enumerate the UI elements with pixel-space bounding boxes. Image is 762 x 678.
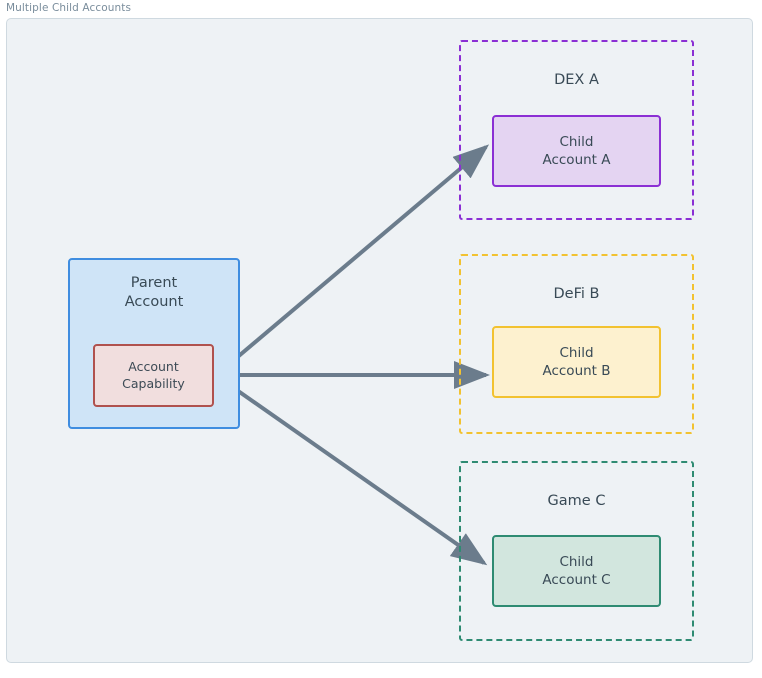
account-capability-box[interactable]: Account Capability [93,344,214,407]
child-account-b-label-line1: Child [559,344,594,361]
group-defi-b-title: DeFi B [553,286,600,302]
child-account-b-label: Child Account B [542,344,610,380]
child-account-c-label: Child Account C [542,553,610,589]
parent-account-title: Parent Account [125,274,184,313]
parent-account-title-line2: Account [124,294,184,311]
group-dex-a[interactable]: DEX A [459,40,694,220]
child-account-a-label-line2: Account A [542,152,611,168]
child-account-b-box[interactable]: Child Account B [492,326,661,398]
group-game-c[interactable]: Game C [459,461,694,641]
child-account-a-label-line1: Child [559,133,594,150]
child-account-c-label-line2: Account C [542,572,611,588]
account-capability-label-line1: Account [128,358,179,374]
parent-account-title-line1: Parent [130,275,178,291]
account-capability-label: Account Capability [122,359,185,393]
child-account-c-label-line1: Child [559,553,594,570]
group-dex-a-title: DEX A [554,72,599,88]
group-game-c-title: Game C [547,493,606,509]
group-defi-b[interactable]: DeFi B [459,254,694,434]
child-account-a-label: Child Account A [542,133,610,169]
child-account-a-box[interactable]: Child Account A [492,115,661,187]
child-account-b-label-line2: Account B [542,363,611,379]
frame-caption: Multiple Child Accounts [6,2,132,14]
account-capability-label-line2: Capability [122,375,185,391]
child-account-c-box[interactable]: Child Account C [492,535,661,607]
